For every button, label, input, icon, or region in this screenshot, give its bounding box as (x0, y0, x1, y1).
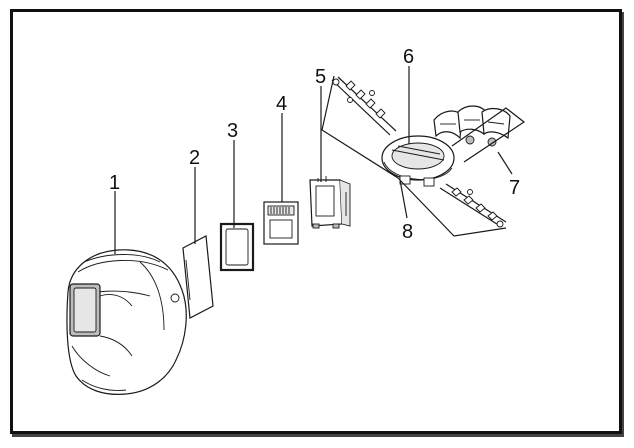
callout-7: 7 (509, 177, 520, 199)
callout-2: 2 (189, 147, 200, 169)
part-4-darkening-filter (263, 201, 299, 245)
part-2-cover-plate (182, 235, 214, 319)
part-5-filter-holder (309, 176, 351, 229)
part-6-headband-ring (381, 135, 455, 187)
callout-1: 1 (109, 172, 120, 194)
callout-5: 5 (315, 66, 326, 88)
bracket-7 (451, 107, 526, 163)
callout-6: 6 (403, 46, 414, 68)
leader-8 (399, 179, 408, 219)
callout-4: 4 (276, 93, 287, 115)
leader-7 (497, 151, 513, 175)
callout-3: 3 (227, 120, 238, 142)
part-3-inside-lens-frame (219, 222, 255, 272)
bracket-8-upper (321, 75, 399, 179)
part-7-sweatband (433, 105, 511, 147)
bracket-8-lower (397, 177, 507, 237)
callout-labels: 1 2 3 4 5 6 7 8 (109, 46, 520, 243)
part-1-helmet-shell (66, 249, 187, 395)
leader-lines (114, 66, 526, 254)
part-8-headband-adjusters (331, 76, 507, 228)
callout-8: 8 (402, 221, 413, 243)
